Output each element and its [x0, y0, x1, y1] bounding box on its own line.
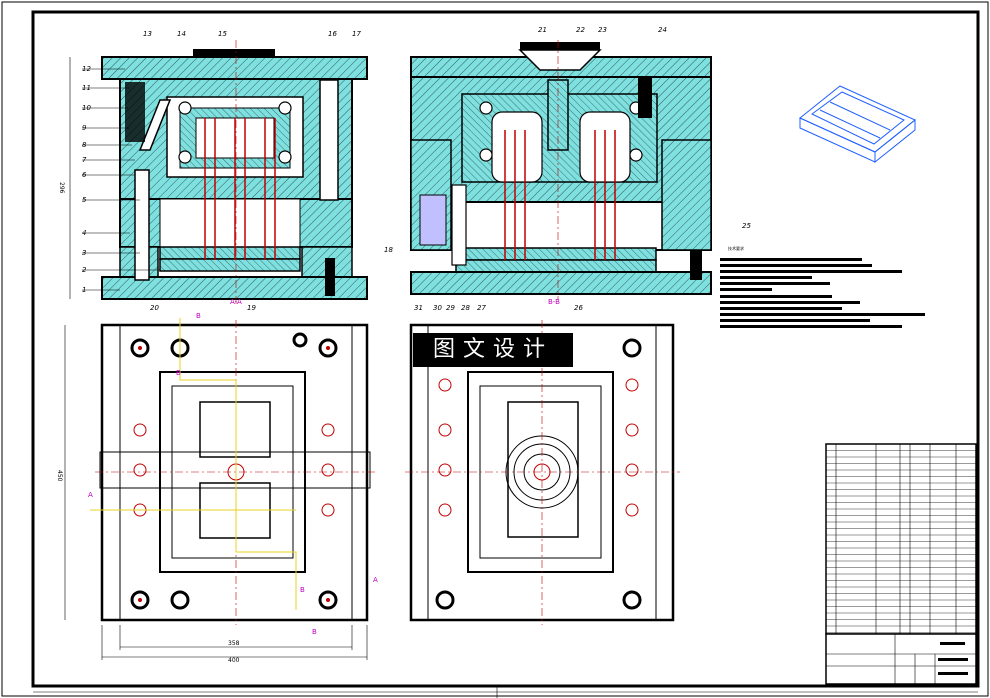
section-mark: A [88, 491, 93, 499]
part-label: 16 [328, 30, 337, 38]
section-mark: B [300, 586, 305, 594]
section-mark: B [196, 312, 201, 320]
part-label: 30 [433, 304, 442, 312]
part-label: 6 [82, 171, 87, 179]
part-label: 5 [82, 196, 87, 204]
part-label: 20 [150, 304, 159, 312]
part-label: 21 [538, 26, 547, 34]
section-mark: A [373, 576, 378, 584]
part-label: 27 [477, 304, 486, 312]
part-label: 25 [742, 222, 751, 230]
part-label: 24 [658, 26, 667, 34]
left-part-labels: 12 11 10 9 8 7 6 5 4 3 2 1 13 14 15 16 1… [58, 30, 393, 312]
section-title: A-A [230, 298, 242, 306]
part-label: 22 [576, 26, 585, 34]
part-label: 1 [82, 286, 86, 294]
part-label: 9 [82, 124, 87, 132]
part-label: 10 [82, 104, 91, 112]
isometric-part-view [799, 85, 916, 164]
width-dimension-outer: 400 [228, 657, 240, 664]
part-label: 18 [384, 246, 393, 254]
part-label: 31 [414, 304, 423, 312]
height-dimension: 296 [58, 182, 65, 194]
part-label: 28 [461, 304, 470, 312]
section-title: B-B [548, 298, 560, 306]
right-part-labels: 21 22 23 24 25 31 30 29 28 27 B-B 26 [414, 26, 751, 312]
plan-view-labels: 358 400 450 B B A A B B [56, 312, 378, 664]
part-label: 11 [82, 84, 91, 92]
part-label: 15 [218, 30, 227, 38]
part-label: 23 [598, 26, 607, 34]
part-label: 7 [82, 156, 87, 164]
part-label: 8 [82, 141, 87, 149]
notes-heading: 技术要求 [728, 245, 744, 251]
part-label: 29 [446, 304, 455, 312]
height-dimension: 450 [56, 470, 63, 482]
part-label: 4 [82, 229, 86, 237]
part-label: 12 [82, 65, 91, 73]
part-label: 17 [352, 30, 361, 38]
width-dimension-inner: 358 [228, 640, 240, 647]
section-mark: B [312, 628, 317, 636]
plan-view-left [64, 318, 375, 660]
part-label: 19 [247, 304, 256, 312]
section-mark: B [176, 369, 181, 377]
section-view-a [69, 40, 368, 305]
notes-text-lines [720, 258, 925, 328]
part-label: 3 [82, 249, 86, 257]
watermark-banner: 图文设计 [413, 333, 573, 367]
part-label: 26 [574, 304, 583, 312]
title-block [825, 633, 977, 685]
bill-of-materials-table [825, 443, 977, 635]
part-label: 2 [82, 266, 87, 274]
plan-view-right [405, 320, 680, 625]
part-label: 14 [177, 30, 186, 38]
inner-border [31, 10, 980, 688]
section-view-b [410, 40, 712, 300]
part-label: 13 [143, 30, 152, 38]
technical-notes: 技术要求 [720, 245, 925, 328]
